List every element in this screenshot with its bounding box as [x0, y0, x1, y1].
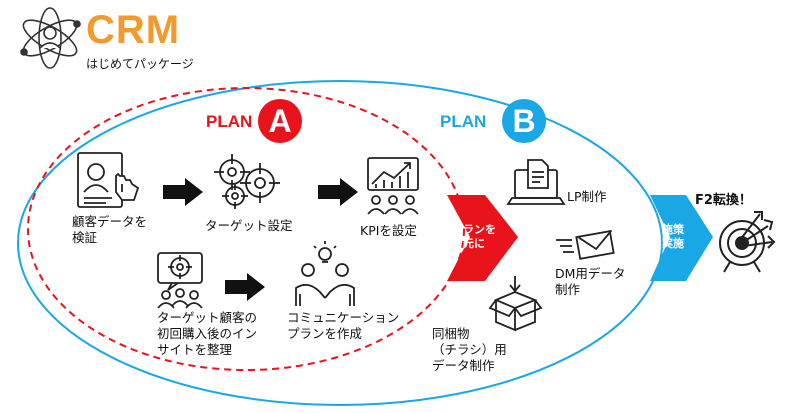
step-insight-line1: ターゲット顧客の [157, 310, 258, 325]
item-dm-line1: DM用データ [555, 266, 626, 281]
flow-arrow-2 [318, 178, 358, 206]
step-communication-plan: コミュニケーション プランを作成 [287, 310, 399, 342]
logo-subtitle: はじめてパッケージ [86, 57, 194, 71]
step-verify-customer-data: 顧客データを 検証 [72, 214, 147, 246]
pivot-line2: 元に [463, 237, 485, 250]
pivot-arrow-shape [447, 195, 518, 281]
execute-arrow-label: 施策 実施 [656, 223, 690, 251]
flow-arrow-1 [163, 178, 203, 206]
target-people-icon [157, 252, 203, 309]
plan-a-word: PLAN [206, 112, 253, 131]
step-comm-line1: コミュニケーション [287, 310, 400, 325]
goal-label: F2転換！ [695, 193, 752, 208]
step-kpi-setting: KPIを設定 [360, 223, 417, 238]
laptop-document-icon [506, 159, 566, 205]
idea-people-icon [295, 241, 355, 306]
item-flyer: 同梱物 （チラシ）用 データ制作 [432, 326, 507, 374]
plan-b-word: PLAN [440, 112, 487, 131]
item-flyer-line2: （チラシ）用 [432, 342, 507, 357]
step-verify-line1: 顧客データを [72, 214, 148, 229]
step-target-setting: ターゲット設定 [205, 218, 293, 233]
item-lp: LP制作 [567, 189, 607, 204]
item-dm: DM用データ 制作 [555, 266, 625, 298]
item-flyer-line1: 同梱物 [432, 326, 470, 341]
step-insight-line3: サイトを整理 [157, 342, 233, 357]
flow-arrow-3 [225, 273, 265, 301]
step-organize-insight: ターゲット顧客の 初回購入後のイン サイトを整理 [157, 310, 257, 358]
execute-arrow-shape [650, 195, 713, 281]
plan-a-ellipse [27, 87, 465, 371]
execute-line1: 施策 [662, 223, 684, 236]
plan-a-letter: A [258, 99, 302, 143]
kpi-chart-icon [367, 157, 419, 215]
customer-profile-icon [77, 152, 140, 208]
step-comm-line2: プランを作成 [287, 326, 363, 341]
execute-line2: 実施 [662, 237, 684, 250]
pivot-arrow-label: プランを 元に [452, 223, 496, 251]
item-flyer-line3: データ制作 [432, 358, 495, 373]
item-dm-line2: 制作 [555, 282, 581, 297]
plan-b-letter: B [502, 99, 546, 143]
logo-title: CRM [86, 8, 181, 52]
bullseye-darts-icon [719, 211, 776, 273]
step-insight-line2: 初回購入後のイン [157, 326, 258, 341]
pivot-line1: プランを [452, 223, 496, 236]
plan-b-ellipse [17, 80, 663, 406]
package-box-icon [488, 276, 543, 332]
step-verify-line2: 検証 [72, 230, 98, 245]
atom-person-icon [20, 7, 81, 69]
mail-envelope-icon [556, 229, 615, 260]
crosshair-target-icon [214, 154, 280, 209]
